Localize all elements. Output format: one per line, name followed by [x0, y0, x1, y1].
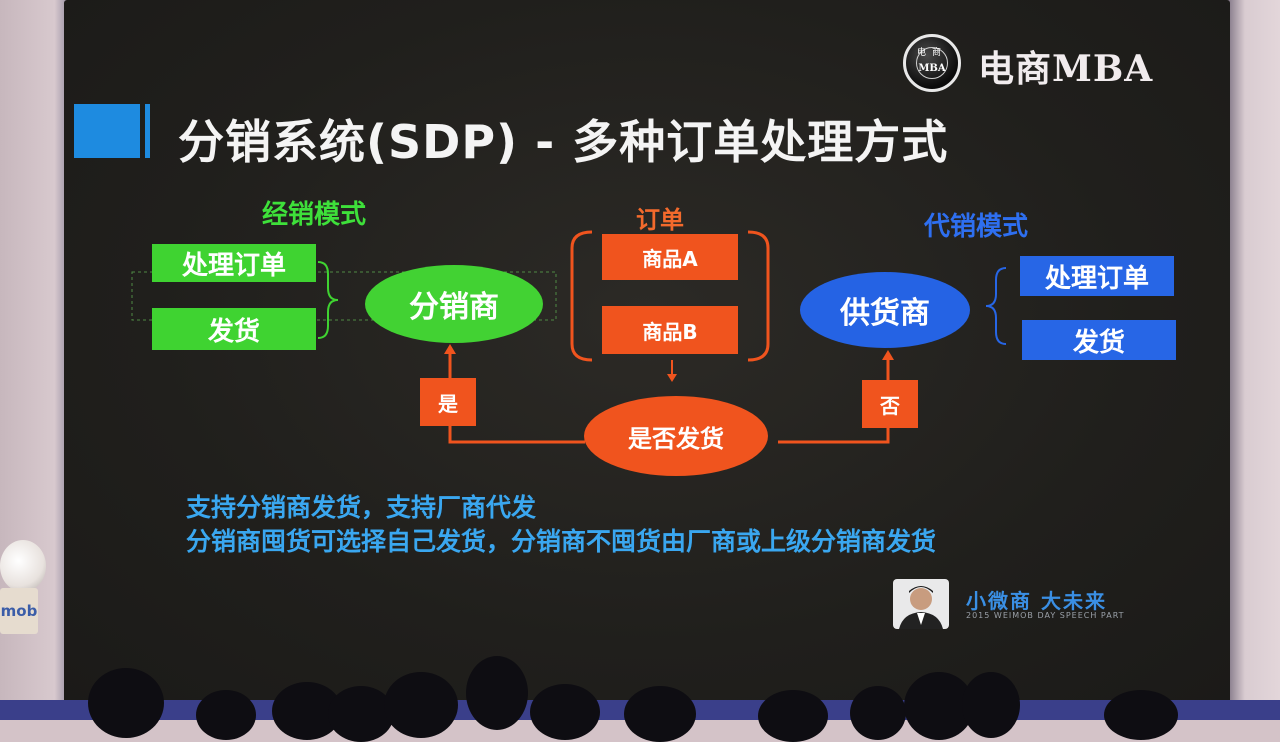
- stage-sign: mob: [0, 588, 38, 634]
- right-item-process-order: 处理订单: [1020, 256, 1174, 296]
- stage-wall-right: [1226, 0, 1280, 720]
- right-model-label: 代销模式: [924, 212, 1029, 242]
- no-arrow-head: [882, 350, 894, 360]
- watermark-badge-bottom: MBA: [918, 63, 946, 74]
- watermark-logo: 电商 MBA: [903, 34, 961, 92]
- speaker-avatar: [893, 579, 949, 629]
- yes-badge: 是: [420, 378, 476, 426]
- slide-title: 分销系统(SDP) - 多种订单处理方式: [178, 115, 949, 169]
- left-dashed-frame: [131, 271, 557, 321]
- distributor-node: 分销商: [365, 265, 543, 343]
- order-item-b: 商品B: [602, 306, 738, 354]
- caption-line-1: 支持分销商发货，支持厂商代发: [186, 493, 537, 522]
- left-item-ship: 发货: [152, 308, 316, 350]
- left-item-process-order: 处理订单: [152, 244, 316, 282]
- title-accent-block: [74, 104, 140, 158]
- watermark-badge-top: 电商: [916, 48, 947, 58]
- right-item-ship: 发货: [1022, 320, 1176, 360]
- order-label: 订单: [636, 206, 684, 234]
- no-badge: 否: [862, 380, 918, 428]
- audience-head: [530, 684, 600, 740]
- left-brace: [317, 261, 339, 339]
- audience-head: [1104, 690, 1178, 740]
- audience-head: [466, 656, 528, 730]
- ship-decision-node: 是否发货: [584, 396, 768, 476]
- arrow-order-to-decision-head: [667, 374, 677, 382]
- audience-head: [88, 668, 164, 738]
- audience-head: [758, 690, 828, 742]
- watermark-text: 电商MBA: [978, 48, 1154, 90]
- supplier-node: 供货商: [800, 272, 970, 348]
- title-accent-bar: [145, 104, 150, 158]
- audience-head: [962, 672, 1020, 738]
- event-sub-slogan: 2015 WEIMOB DAY SPEECH PART: [966, 611, 1125, 620]
- audience-head: [384, 672, 458, 738]
- yes-arrow-head: [444, 344, 456, 354]
- event-slogan: 小微商 大未来: [966, 589, 1107, 613]
- right-brace: [985, 267, 1007, 345]
- order-item-a: 商品A: [602, 234, 738, 280]
- audience-head: [328, 686, 394, 742]
- flower-decoration: [0, 540, 46, 592]
- audience-head: [850, 686, 906, 740]
- order-bracket-right: [747, 230, 770, 362]
- speaker-avatar-image: [899, 586, 943, 629]
- left-model-label: 经销模式: [262, 200, 367, 230]
- audience-head: [624, 686, 696, 742]
- caption-line-2: 分销商囤货可选择自己发货，分销商不囤货由厂商或上级分销商发货: [186, 527, 937, 556]
- audience-head: [196, 690, 256, 740]
- order-bracket-left: [570, 230, 593, 362]
- watermark-ring: [916, 47, 948, 79]
